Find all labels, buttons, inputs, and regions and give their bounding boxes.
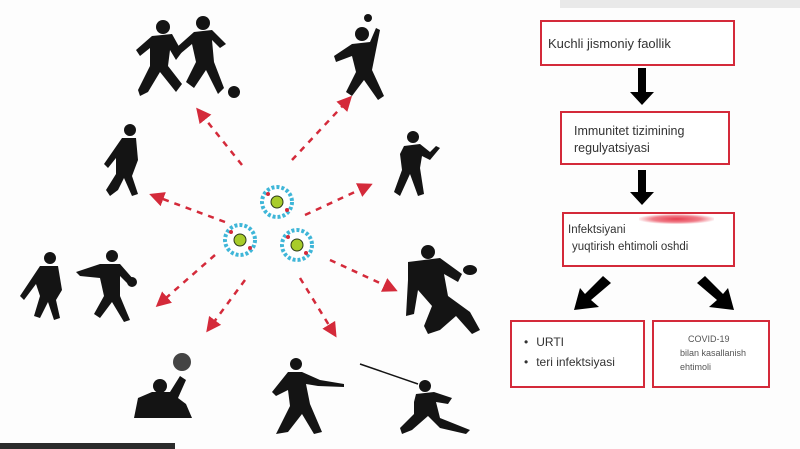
arrow-down-1-icon (630, 68, 654, 105)
flow-arrows (574, 68, 734, 310)
javelin-thrower-silhouette (272, 358, 344, 434)
rugby-players-silhouette (406, 245, 480, 334)
virus-cell-icon (280, 228, 314, 262)
box-infection-risk-line2: yuqtirish ehtimoli oshdi (572, 241, 689, 253)
box-physical-activity: Kuchli jismoniy faollik (540, 20, 735, 66)
virus-cell-icon (223, 223, 257, 257)
list-item-skin-infection: teri infektsiyasi (524, 352, 643, 372)
arrow-to-tennis (304, 183, 373, 217)
arrow-down-left-icon (574, 276, 611, 310)
box-covid-line3: ehtimoli (680, 362, 712, 372)
arrow-to-fencing (298, 277, 337, 338)
box-covid-line2: bilan kasallanish (680, 348, 747, 358)
handball-player-silhouette (334, 14, 384, 100)
bottom-progress-bar (0, 443, 175, 449)
fencer-silhouette (359, 363, 470, 434)
arrow-to-waterpolo (206, 279, 247, 333)
box-infection-risk-line1: Infektsiyani (568, 224, 626, 236)
basketball-players-silhouette (20, 250, 137, 322)
box-immune-regulation-line2: regulyatsiyasi (574, 141, 650, 155)
box-infection-risk: Infektsiyani yuqtirish ehtimoli oshdi (562, 212, 735, 267)
runner-silhouette (104, 124, 138, 196)
virus-cell-icon (260, 185, 294, 219)
red-smudge (639, 214, 714, 224)
top-strip (560, 0, 800, 8)
box-infections-list: URTI teri infektsiyasi (510, 320, 645, 388)
arrow-down-2-icon (630, 170, 654, 205)
list-item-urti: URTI (524, 332, 643, 352)
box-physical-activity-text: Kuchli jismoniy faollik (548, 36, 671, 51)
box-immune-regulation-line1: Immunitet tizimining (574, 124, 685, 138)
arrow-to-soccer (196, 107, 243, 166)
soccer-players-silhouette (136, 16, 240, 98)
arrow-to-basketball (155, 254, 216, 307)
arrow-to-runner (149, 192, 226, 224)
box-covid-line1: COVID-19 (688, 334, 730, 344)
dashed-arrows (149, 95, 398, 338)
arrow-down-right-icon (697, 276, 734, 310)
arrow-to-handball (291, 95, 353, 161)
arrow-to-rugby (329, 258, 398, 292)
tennis-player-silhouette (394, 131, 440, 196)
water-polo-player-silhouette (134, 353, 192, 418)
box-covid: COVID-19 bilan kasallanish ehtimoli (652, 320, 770, 388)
box-immune-regulation: Immunitet tizimining regulyatsiyasi (560, 111, 730, 165)
